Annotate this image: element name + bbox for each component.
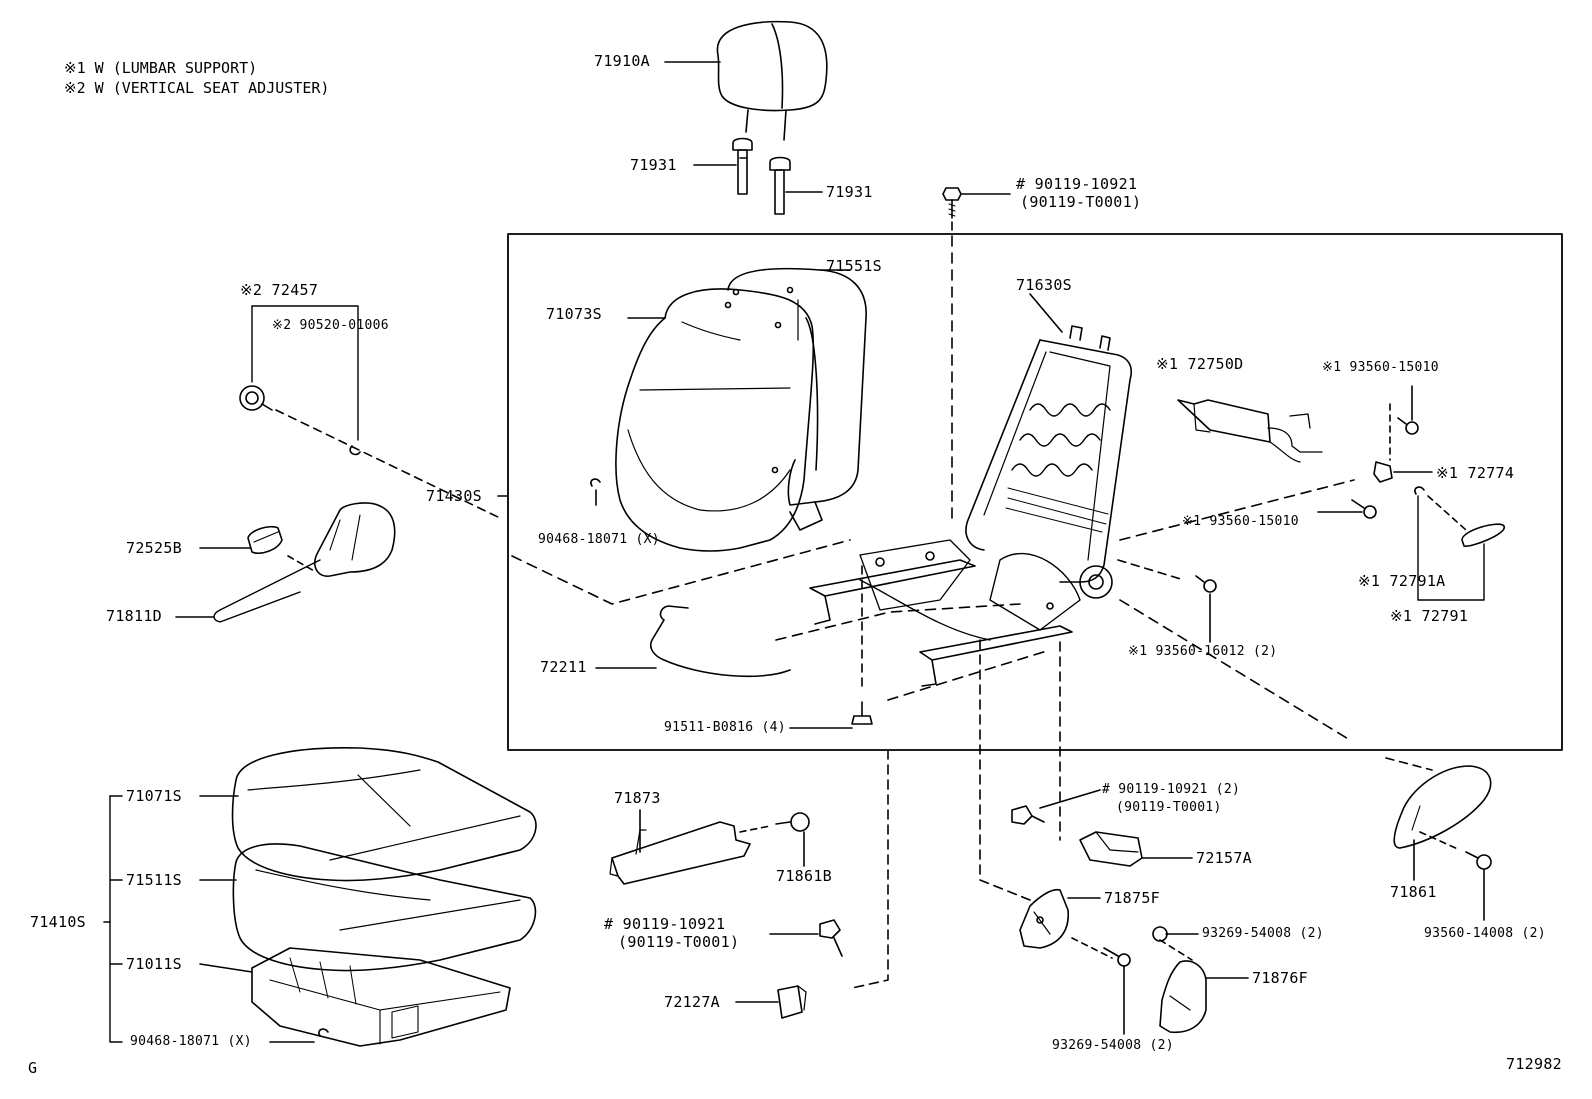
part-label[interactable]: 71811D <box>106 607 162 625</box>
headrest-guide-left <box>732 137 753 195</box>
part-label[interactable]: 71861 <box>1390 883 1437 901</box>
bolt-91511 <box>851 701 873 725</box>
part-label[interactable]: ※1 93560-16012 (2) <box>1128 644 1278 659</box>
part-label[interactable]: # 90119-10921 (2) <box>1102 782 1241 797</box>
bolt-top <box>942 187 962 219</box>
part-label[interactable]: ※1 72791A <box>1358 572 1446 590</box>
seatback-cover-71073S <box>615 288 815 552</box>
part-label[interactable]: ※2 90520-01006 <box>272 318 389 333</box>
knob-72457 <box>239 385 273 411</box>
part-label[interactable]: 72211 <box>540 658 587 676</box>
part-label-alt[interactable]: (90119-T0001) <box>1020 193 1142 211</box>
part-label[interactable]: 71011S <box>126 955 182 973</box>
seat-cushion-pad <box>232 843 537 972</box>
part-label[interactable]: 71430S <box>426 487 482 505</box>
illustration-number: 712982 <box>1506 1055 1562 1073</box>
part-label[interactable]: 71910A <box>594 52 650 70</box>
part-label[interactable]: 71876F <box>1252 969 1308 987</box>
part-label[interactable]: 71551S <box>826 257 882 275</box>
bolt-93560-16012 <box>1195 575 1217 593</box>
bolt-93560-15010-lower <box>1351 499 1377 519</box>
seat-cushion-cover <box>231 746 537 882</box>
bracket-71876F <box>1159 960 1207 1034</box>
part-label[interactable]: 71931 <box>826 183 873 201</box>
part-label[interactable]: 72525B <box>126 539 182 557</box>
part-label[interactable]: 71410S <box>30 913 86 931</box>
clip-90520 <box>349 445 361 456</box>
torsion-bar-72211 <box>649 605 791 678</box>
seatback-cover-71551S <box>727 267 867 531</box>
part-label[interactable]: # 90119-10921 <box>1016 175 1138 193</box>
part-label[interactable]: 71073S <box>546 305 602 323</box>
part-label[interactable]: 71875F <box>1104 889 1160 907</box>
part-label[interactable]: 90468-18071 (X) <box>538 532 660 547</box>
shield-71811D <box>213 502 396 623</box>
bracket-71875F <box>1019 888 1069 949</box>
bolt-93560-15010-upper <box>1397 417 1419 435</box>
lumbar-knob-72774 <box>1373 461 1393 483</box>
bolt-90119-mid <box>1011 805 1045 825</box>
clip-72791A <box>1414 486 1425 495</box>
headrest-guide-right <box>769 156 791 215</box>
part-label[interactable]: ※1 93560-15010 <box>1322 360 1439 375</box>
part-label[interactable]: 72157A <box>1196 849 1252 867</box>
part-label[interactable]: ※1 72750D <box>1156 355 1244 373</box>
part-label[interactable]: 93269-54008 (2) <box>1052 1038 1174 1053</box>
part-label[interactable]: 71873 <box>614 789 661 807</box>
part-label[interactable]: ※1 93560-15010 <box>1182 514 1299 529</box>
cover-72525B <box>247 525 283 555</box>
part-label[interactable]: 71511S <box>126 871 182 889</box>
part-label[interactable]: 71861B <box>776 867 832 885</box>
part-label-alt[interactable]: (90119-T0001) <box>1116 800 1222 815</box>
part-label[interactable]: 90468-18071 (X) <box>130 1034 252 1049</box>
part-label[interactable]: 93269-54008 (2) <box>1202 926 1324 941</box>
seat-frame-71630S <box>809 325 1133 687</box>
bolt-90119-bottom <box>819 919 843 957</box>
lumbar-assembly <box>1177 399 1323 463</box>
bolt-93269-lower <box>1103 947 1131 1035</box>
part-label[interactable]: 93560-14008 (2) <box>1424 926 1546 941</box>
clip-90468-top <box>590 478 601 487</box>
bracket-71873 <box>609 821 751 885</box>
part-label[interactable]: 71071S <box>126 787 182 805</box>
assembly-frame <box>507 233 1563 751</box>
legend-note-vertical-adjuster: ※2 W (VERTICAL SEAT ADJUSTER) <box>64 79 330 97</box>
cover-72157A <box>1079 831 1143 867</box>
part-label-alt[interactable]: (90119-T0001) <box>618 933 740 951</box>
part-label[interactable]: ※1 72774 <box>1436 464 1515 482</box>
bolt-93560-14008 <box>1465 851 1492 921</box>
part-label[interactable]: 91511-B0816 (4) <box>664 720 786 735</box>
bolt-93269-upper <box>1152 926 1199 942</box>
corner-code-left: G <box>28 1059 38 1077</box>
part-label[interactable]: # 90119-10921 <box>604 915 726 933</box>
part-label[interactable]: 71630S <box>1016 276 1072 294</box>
screw-71861B <box>775 812 810 832</box>
cap-72127A <box>777 985 807 1019</box>
legend-note-lumbar: ※1 W (LUMBAR SUPPORT) <box>64 59 258 77</box>
part-label[interactable]: ※1 72791 <box>1390 607 1469 625</box>
cover-71861 <box>1393 765 1492 849</box>
part-label[interactable]: 72127A <box>664 993 720 1011</box>
lever-72791 <box>1461 523 1505 547</box>
headrest-drawing <box>716 20 828 141</box>
clip-90468-bottom <box>318 1028 329 1037</box>
seat-cushion-pan <box>251 947 511 1047</box>
part-label[interactable]: 71931 <box>630 156 677 174</box>
part-label[interactable]: ※2 72457 <box>240 281 319 299</box>
